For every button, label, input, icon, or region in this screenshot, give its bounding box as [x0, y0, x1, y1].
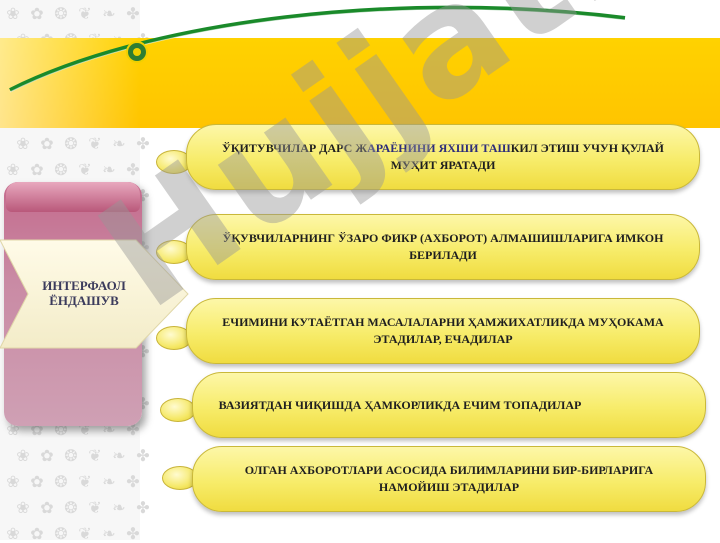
pattern-glyph: ❂	[64, 446, 78, 465]
bullet-dot-4	[160, 398, 196, 422]
pattern-glyph: ❦	[88, 446, 102, 465]
side-arrow	[0, 239, 189, 349]
pattern-glyph: ❀	[16, 498, 30, 517]
pattern-glyph: ✿	[30, 472, 44, 491]
pattern-glyph: ✿	[30, 524, 44, 543]
item-4: ВАЗИЯТДАН ЧИҚИШДА ҲАМКОРЛИКДА ЕЧИМ ТОПАД…	[192, 372, 706, 438]
pattern-glyph: ❂	[54, 160, 68, 179]
pattern-glyph: ✤	[136, 446, 150, 465]
item-3-text: ЕЧИМИНИ КУТАЁТГАН МАСАЛАЛАРНИ ҲАМЖИХАТЛИ…	[222, 315, 664, 346]
item-3: ЕЧИМИНИ КУТАЁТГАН МАСАЛАЛАРНИ ҲАМЖИХАТЛИ…	[186, 298, 700, 364]
pattern-glyph: ❧	[112, 134, 126, 153]
pattern-glyph: ❀	[6, 4, 20, 23]
side-label: ИНТЕРФАОЛ ЁНДАШУВ	[42, 278, 126, 308]
pattern-glyph: ❂	[54, 4, 68, 23]
item-5-text: ОЛГАН АХБОРОТЛАРИ АСОСИДА БИЛИМЛАРИНИ БИ…	[244, 463, 654, 494]
pattern-glyph: ❀	[6, 472, 20, 491]
pattern-glyph: ❀	[6, 524, 20, 543]
item-4-text: ВАЗИЯТДАН ЧИҚИШДА ҲАМКОРЛИКДА ЕЧИМ ТОПАД…	[218, 397, 582, 412]
pattern-glyph: ❀	[16, 446, 30, 465]
pattern-glyph: ❀	[16, 134, 30, 153]
pattern-glyph: ❧	[112, 446, 126, 465]
pattern-glyph: ❦	[78, 4, 92, 23]
pattern-glyph: ✿	[40, 446, 54, 465]
pattern-glyph: ❧	[102, 524, 116, 543]
pattern-glyph: ✿	[40, 134, 54, 153]
pattern-glyph: ❂	[54, 524, 68, 543]
pattern-glyph: ❂	[54, 472, 68, 491]
pattern-glyph: ❀	[6, 160, 20, 179]
pattern-glyph: ❦	[88, 134, 102, 153]
pattern-glyph: ❦	[88, 498, 102, 517]
pattern-glyph: ✤	[136, 498, 150, 517]
item-2: ЎҚУВЧИЛАРНИНГ ЎЗАРО ФИКР (АХБОРОТ) АЛМАШ…	[186, 214, 700, 280]
item-1: ЎҚИТУВЧИЛАР ДАРС ЖАРАЁНИНИ ЯХШИ ТАШКИЛ Э…	[186, 124, 700, 190]
pattern-glyph: ✤	[136, 134, 150, 153]
decorative-arc	[9, 5, 626, 93]
pattern-glyph: ❧	[102, 160, 116, 179]
pattern-glyph: ❂	[64, 498, 78, 517]
item-5: ОЛГАН АХБОРОТЛАРИ АСОСИДА БИЛИМЛАРИНИ БИ…	[192, 446, 706, 512]
pattern-glyph: ✤	[126, 160, 140, 179]
pattern-glyph: ✿	[40, 498, 54, 517]
pattern-glyph: ✤	[126, 472, 140, 491]
item-1-text: ЎҚИТУВЧИЛАР ДАРС ЖАРАЁНИНИ ЯХШИ ТАШКИЛ Э…	[222, 141, 664, 172]
pattern-glyph: ❧	[102, 472, 116, 491]
pattern-glyph: ❧	[112, 498, 126, 517]
pattern-glyph: ❦	[78, 160, 92, 179]
pattern-glyph: ❦	[78, 472, 92, 491]
pattern-glyph: ✤	[126, 4, 140, 23]
pattern-glyph: ❂	[64, 134, 78, 153]
side-panel-cap	[6, 182, 140, 212]
pattern-glyph: ✿	[30, 4, 44, 23]
pattern-glyph: ❧	[102, 4, 116, 23]
pattern-glyph: ✤	[126, 524, 140, 543]
item-2-text: ЎҚУВЧИЛАРНИНГ ЎЗАРО ФИКР (АХБОРОТ) АЛМАШ…	[222, 231, 664, 262]
pattern-glyph: ❦	[78, 524, 92, 543]
pattern-glyph: ✿	[30, 160, 44, 179]
